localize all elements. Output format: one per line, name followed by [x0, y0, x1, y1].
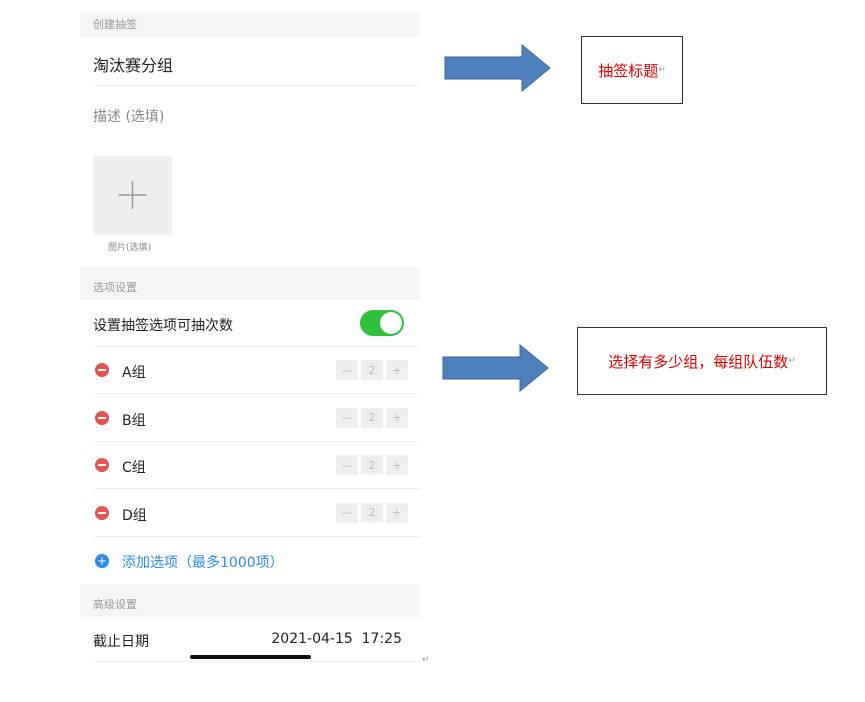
groups-note: 选择有多少组，每组队伍数 [608, 352, 789, 371]
group-row: C组 —2+ [80, 442, 420, 489]
draw-count-toggle[interactable] [360, 310, 404, 336]
delete-icon[interactable] [95, 363, 109, 377]
count-value[interactable]: 2 [361, 360, 383, 380]
home-indicator [190, 655, 311, 659]
description-placeholder: 描述 (选填) [93, 109, 165, 125]
add-option-label: 添加选项（最多1000项） [122, 555, 284, 571]
arrow-right-icon [444, 44, 551, 92]
title-note: 抽签标题 [598, 61, 659, 80]
arrow-right-icon [442, 344, 549, 392]
quantity-stepper: —2+ [336, 360, 408, 380]
group-row: B组 —2+ [80, 394, 420, 442]
increment-button[interactable]: + [386, 502, 408, 523]
count-value[interactable]: 2 [361, 455, 383, 475]
quantity-stepper: —2+ [336, 502, 408, 523]
paragraph-mark: ↵ [422, 655, 430, 665]
title-value: 淘汰赛分组 [93, 56, 174, 75]
plus-icon [118, 181, 147, 209]
decrement-button[interactable]: — [336, 407, 358, 428]
quantity-stepper: —2+ [336, 455, 408, 475]
increment-button[interactable]: + [386, 407, 408, 428]
add-circle-icon: + [95, 554, 109, 568]
section-header-options: 选项设置 [80, 267, 420, 300]
group-name: D组 [122, 507, 147, 524]
title-annotation: 抽签标题↵ [581, 36, 683, 104]
deadline-label: 截止日期 [93, 634, 149, 650]
count-value[interactable]: 2 [361, 407, 383, 428]
section-header-create: 创建抽签 [80, 13, 420, 37]
group-name: A组 [122, 365, 146, 381]
delete-icon[interactable] [95, 505, 109, 520]
title-input[interactable]: 淘汰赛分组 [80, 37, 420, 86]
decrement-button[interactable]: — [336, 502, 358, 523]
add-option-button[interactable]: + 添加选项（最多1000项） [80, 537, 420, 584]
deadline-row[interactable]: 截止日期 2021-04-15 17:25 [80, 617, 420, 662]
return-mark: ↵ [788, 356, 796, 366]
toggle-label: 设置抽签选项可抽次数 [93, 318, 233, 334]
group-name: B组 [122, 412, 146, 429]
increment-button[interactable]: + [386, 455, 408, 475]
groups-annotation: 选择有多少组，每组队伍数↵ [577, 327, 827, 395]
increment-button[interactable]: + [386, 360, 408, 380]
deadline-value: 2021-04-15 17:25 [271, 631, 402, 647]
decrement-button[interactable]: — [336, 455, 358, 475]
return-mark: ↵ [658, 65, 666, 75]
add-image-button[interactable] [93, 156, 172, 235]
group-name: C组 [122, 460, 146, 476]
decrement-button[interactable]: — [336, 360, 358, 380]
draw-count-row: 设置抽签选项可抽次数 [80, 300, 420, 347]
section-header-advanced: 高级设置 [80, 584, 420, 617]
delete-icon[interactable] [95, 410, 109, 425]
quantity-stepper: —2+ [336, 407, 408, 428]
group-row: A组 —2+ [80, 347, 420, 394]
count-value[interactable]: 2 [361, 502, 383, 523]
delete-icon[interactable] [95, 458, 109, 472]
group-row: D组 —2+ [80, 489, 420, 537]
image-label: 图片(选填) [108, 243, 152, 253]
description-input[interactable]: 描述 (选填) [80, 86, 420, 146]
